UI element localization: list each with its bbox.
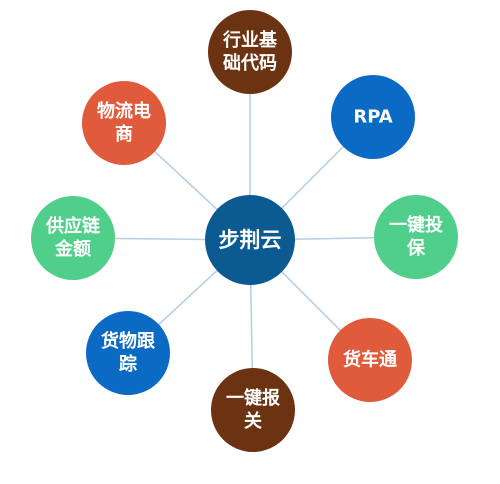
node-label-line: 踪 [119,353,137,375]
node-label-line: 金额 [54,238,91,260]
center-circle [205,195,295,285]
node-label-line: 货物跟 [101,330,156,352]
node-circle [374,195,458,279]
node-label-line: 物流电 [97,100,151,122]
node-rpa[interactable]: RPA [331,75,415,159]
node-label-line: 步荆云 [219,228,282,252]
node-label-line: 关 [244,410,262,432]
node-circle [82,81,166,165]
node-label-line: 货车通 [343,349,397,371]
node-label-line: 础代码 [223,53,277,74]
node-label-line: 一键投 [389,214,443,236]
node-freight-car[interactable]: 货车通 [328,318,412,402]
node-center-hub[interactable]: 步荆云 [205,195,295,285]
node-circle [208,10,292,94]
node-label-line: 商 [115,123,133,145]
node-label-line: 一键报 [226,387,280,409]
node-label-line: 行业基 [222,29,278,51]
node-circle [86,311,170,395]
node-circle [211,368,295,452]
node-label-line: RPA [353,107,392,128]
node-label-line: 保 [406,237,426,259]
node-circle [31,196,115,280]
node-circle [331,75,415,159]
node-label-line: 供应链 [45,215,101,237]
node-circle [328,318,412,402]
